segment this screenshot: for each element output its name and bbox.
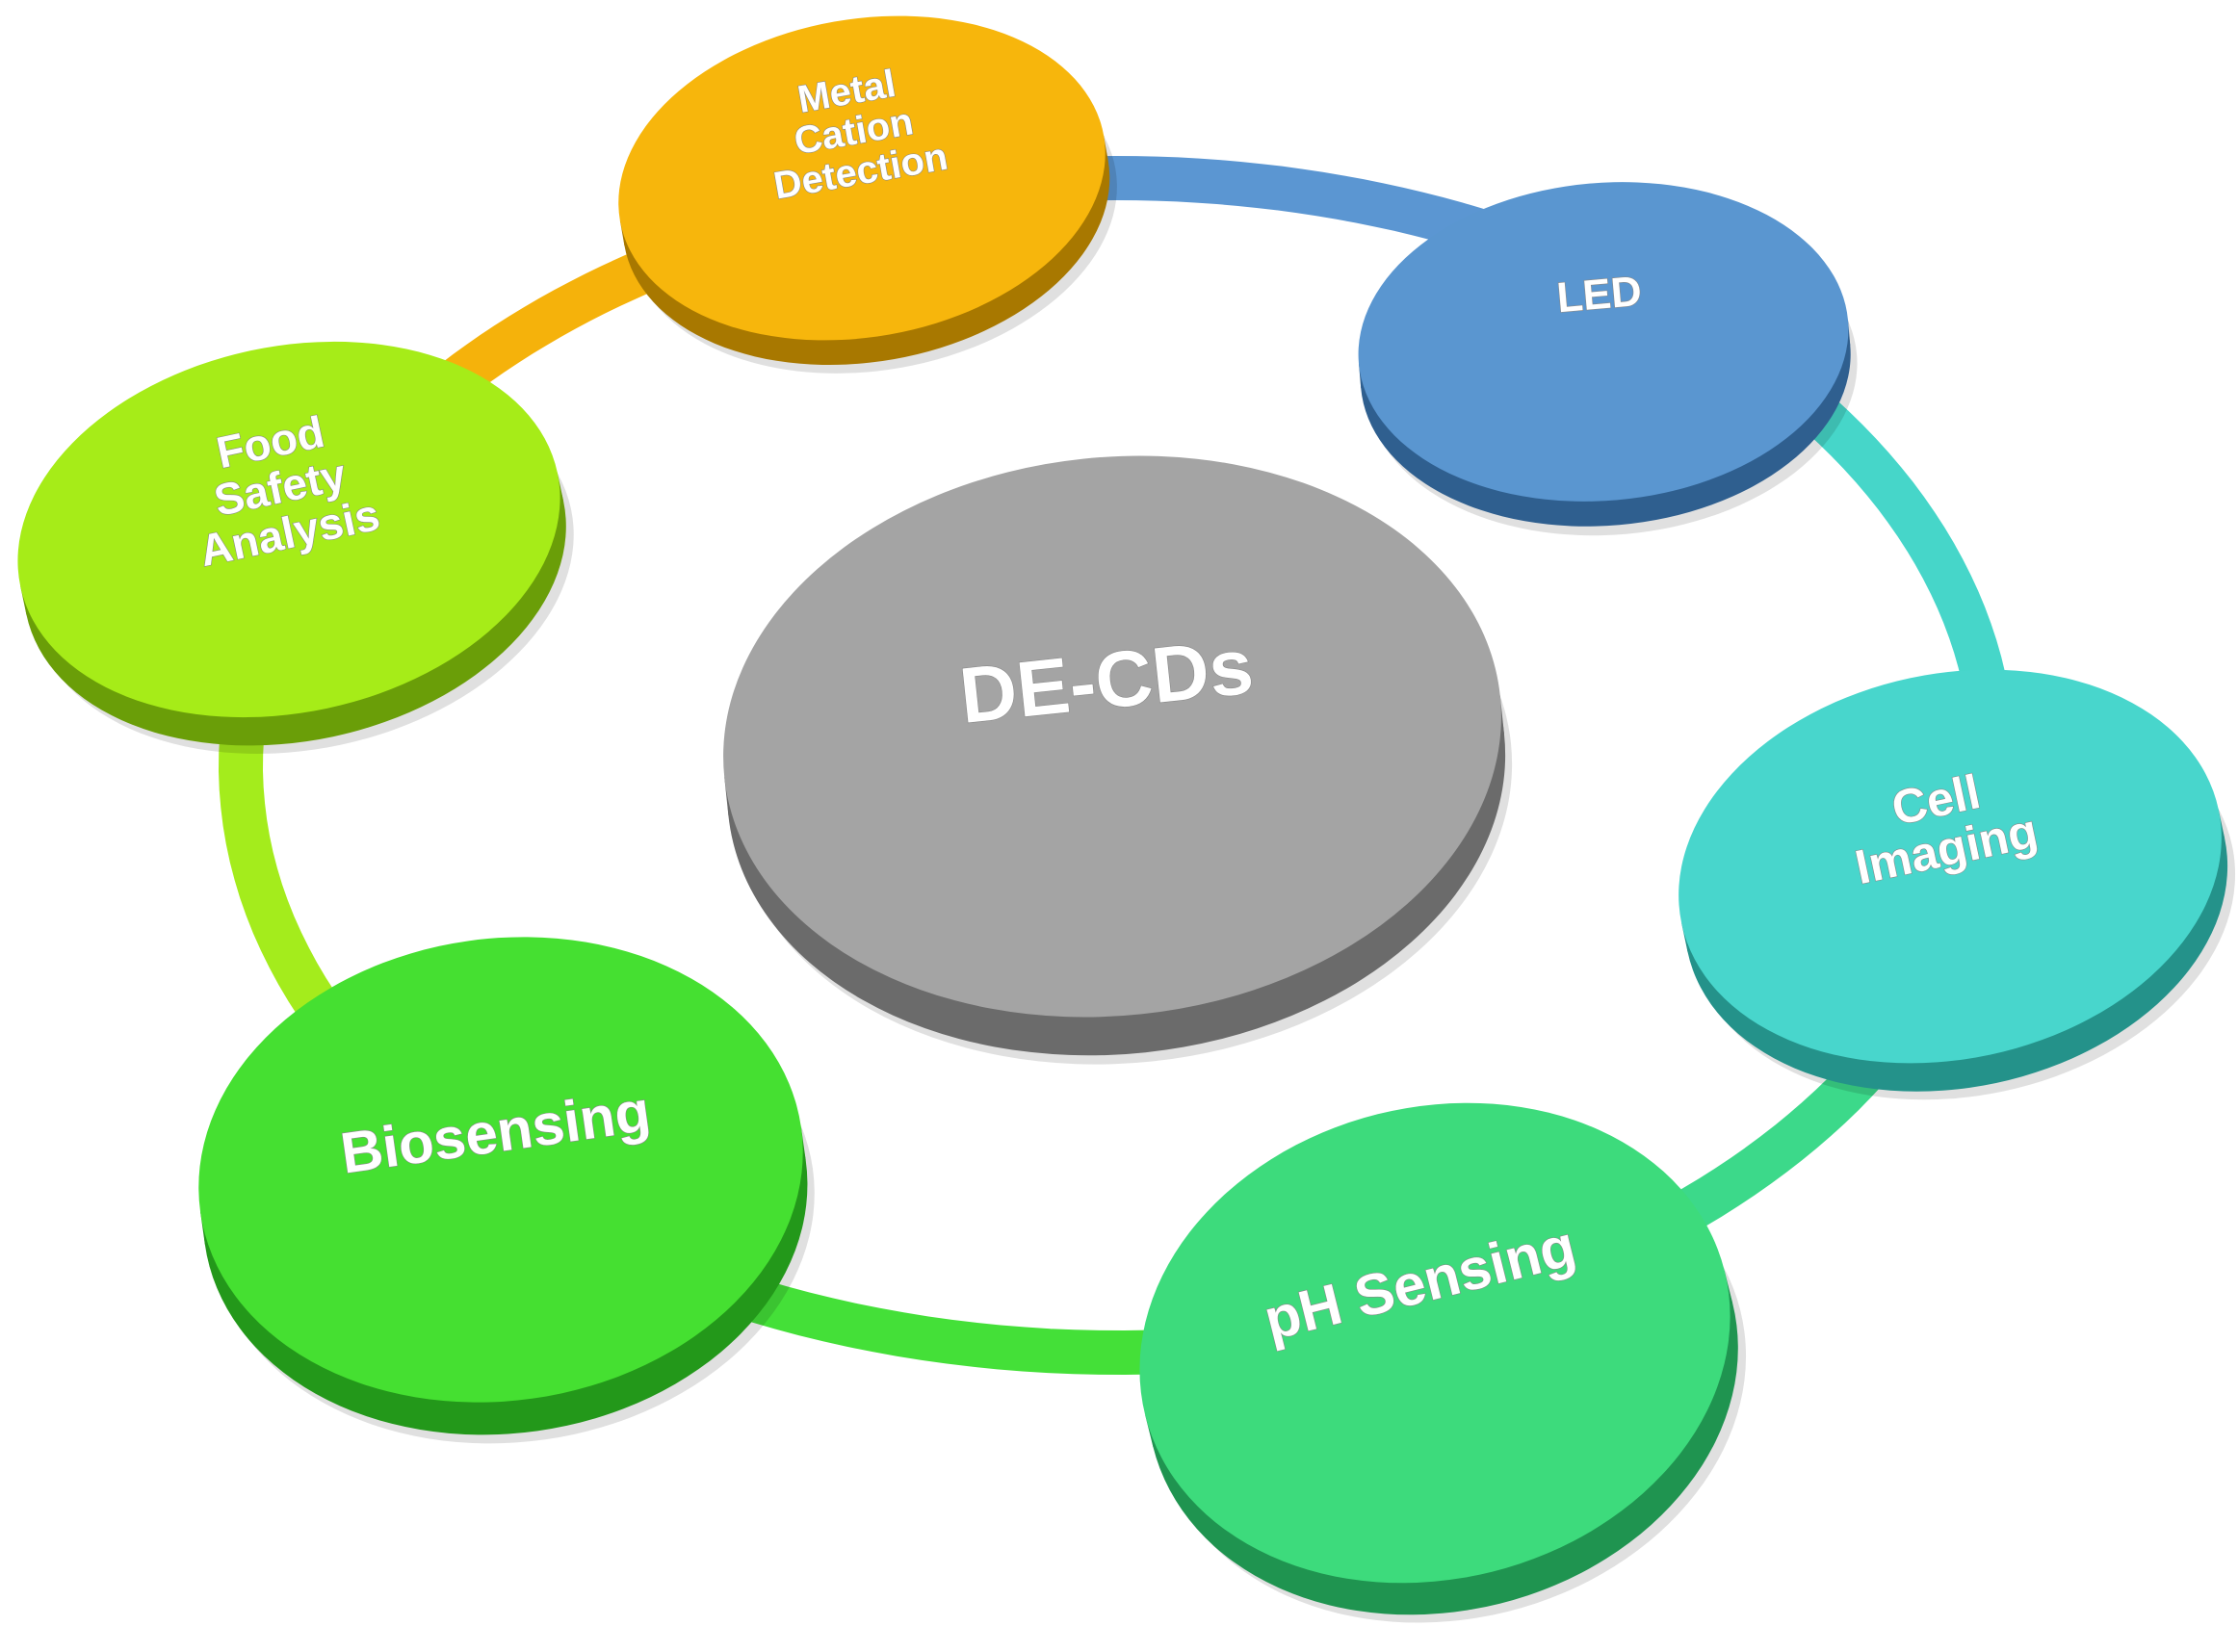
node-led: LED [1358, 182, 1858, 536]
node-biosensing-top [198, 937, 803, 1403]
node-led-top [1358, 182, 1849, 502]
node-food-safety-analysis-top [17, 341, 560, 718]
node-ph-sensing: pH Sensing [1139, 1102, 1747, 1623]
node-ph-sensing-top [1139, 1102, 1731, 1584]
node-biosensing: Biosensing [198, 937, 815, 1444]
node-metal-cation-detection-top [618, 15, 1106, 341]
node-led-label-line: LED [1555, 268, 1644, 322]
center-node: DE-CDs [723, 455, 1513, 1065]
center-disc: DE-CDs [723, 455, 1513, 1065]
node-cell-imaging-top [1678, 669, 2222, 1064]
center-disc-top [723, 455, 1501, 1018]
